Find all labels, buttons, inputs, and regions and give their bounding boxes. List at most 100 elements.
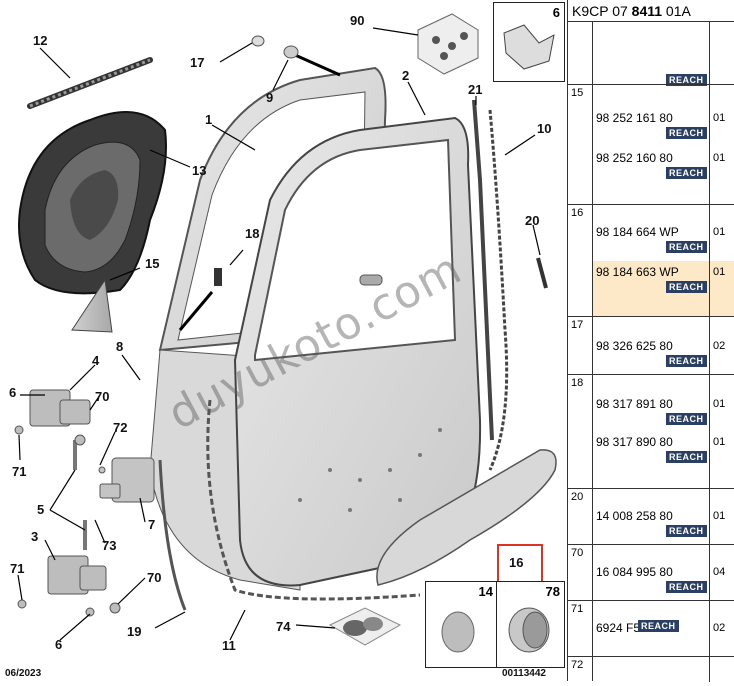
callout-15[interactable]: 15 xyxy=(145,256,160,271)
table-header: K9CP 07 8411 01A xyxy=(568,0,734,22)
callout-71-upper[interactable]: 71 xyxy=(12,464,27,479)
trim-15 xyxy=(71,278,113,333)
check-strap-7 xyxy=(98,457,155,503)
reach-badge: REACH xyxy=(666,74,707,86)
callout-18[interactable]: 18 xyxy=(245,226,260,241)
part-number-highlighted[interactable]: 98 184 663 WP xyxy=(596,265,679,279)
section-index: 15 xyxy=(571,87,584,99)
section-index: 16 xyxy=(571,207,584,219)
part-number[interactable]: 16 084 995 80 xyxy=(596,565,673,579)
section-index: 20 xyxy=(571,491,584,503)
reach-badge: REACH xyxy=(638,620,679,632)
header-suffix: 01A xyxy=(662,3,691,19)
table-section-17: 17 98 326 625 80 02 REACH xyxy=(568,316,734,375)
callout-8[interactable]: 8 xyxy=(116,339,124,354)
part-18 xyxy=(214,268,222,286)
table-section-16: 16 98 184 664 WP 01 REACH 98 184 663 WP … xyxy=(568,204,734,317)
table-section-71: 71 6924 F5 REACH 02 xyxy=(568,600,734,657)
callout-13[interactable]: 13 xyxy=(192,163,207,178)
callout-73[interactable]: 73 xyxy=(102,538,117,553)
part-number[interactable]: 98 317 891 80 xyxy=(596,397,673,411)
reach-badge: REACH xyxy=(666,281,707,293)
part-qty: 02 xyxy=(713,340,726,352)
callout-21[interactable]: 21 xyxy=(468,82,483,97)
clips-74 xyxy=(328,607,402,646)
footer-date: 06/2023 xyxy=(5,668,42,679)
section-index: 72 xyxy=(571,659,584,671)
section-index: 17 xyxy=(571,319,584,331)
callout-2[interactable]: 2 xyxy=(402,68,410,83)
part-qty: 02 xyxy=(713,622,726,634)
inset-box-78[interactable]: 78 xyxy=(496,581,565,668)
part-qty: 01 xyxy=(713,152,726,164)
part-number[interactable]: 98 252 161 80 xyxy=(596,111,673,125)
table-prev-section: REACH xyxy=(568,22,734,86)
part-qty: 01 xyxy=(713,266,726,278)
header-prefix: K9CP 07 xyxy=(572,3,632,19)
footer-ref: 00113442 xyxy=(502,668,546,679)
callout-9[interactable]: 9 xyxy=(266,90,274,105)
callout-19[interactable]: 19 xyxy=(127,624,142,639)
callout-7[interactable]: 7 xyxy=(148,517,156,532)
callout-70-upper[interactable]: 70 xyxy=(95,389,110,404)
callout-6-upper[interactable]: 6 xyxy=(9,385,17,400)
part-qty: 01 xyxy=(713,510,726,522)
callout-11[interactable]: 11 xyxy=(222,638,236,653)
callout-90[interactable]: 90 xyxy=(350,13,365,28)
callout-70-lower[interactable]: 70 xyxy=(147,570,162,585)
callout-6-lower[interactable]: 6 xyxy=(55,637,63,652)
section-index: 70 xyxy=(571,547,584,559)
molding-16 xyxy=(376,449,557,586)
callout-17[interactable]: 17 xyxy=(190,55,205,70)
callout-16-highlight[interactable]: 16 xyxy=(497,544,543,584)
cap-14-icon xyxy=(441,611,475,653)
part-qty: 01 xyxy=(713,112,726,124)
part-number[interactable]: 98 252 160 80 xyxy=(596,151,673,165)
part-number[interactable]: 14 008 258 80 xyxy=(596,509,673,523)
part-number[interactable]: 98 326 625 80 xyxy=(596,339,673,353)
header-bold: 8411 xyxy=(631,3,663,19)
part-qty: 01 xyxy=(713,436,726,448)
callout-14: 14 xyxy=(478,584,493,599)
callout-10[interactable]: 10 xyxy=(537,121,552,136)
callout-5[interactable]: 5 xyxy=(37,502,45,517)
hinge-lower-3 xyxy=(17,520,121,617)
seal-21 xyxy=(472,99,494,441)
reach-badge: REACH xyxy=(666,167,707,179)
part-number[interactable]: 98 184 664 WP xyxy=(596,225,679,239)
table-section-72: 72 xyxy=(568,656,734,682)
reach-badge: REACH xyxy=(666,525,707,537)
part-qty: 01 xyxy=(713,398,726,410)
grommet-78-icon xyxy=(508,607,550,653)
seal-10 xyxy=(488,109,509,471)
reach-badge: REACH xyxy=(666,355,707,367)
callout-4[interactable]: 4 xyxy=(92,353,100,368)
callout-72[interactable]: 72 xyxy=(113,420,128,435)
part-number[interactable]: 6924 F5 xyxy=(596,621,641,635)
callout-12[interactable]: 12 xyxy=(33,33,48,48)
hinge-upper-4 xyxy=(14,389,91,470)
door-2 xyxy=(233,116,482,587)
part-qty: 01 xyxy=(713,226,726,238)
reach-badge: REACH xyxy=(666,241,707,253)
seal-panel-13 xyxy=(18,111,167,295)
reach-badge: REACH xyxy=(666,451,707,463)
callout-3[interactable]: 3 xyxy=(31,529,39,544)
callout-1[interactable]: 1 xyxy=(205,112,213,127)
diagram-drawing xyxy=(14,13,557,646)
weatherstrip-12 xyxy=(27,57,153,109)
parts-diagram: 90 12 17 9 2 1 21 10 13 18 20 15 8 4 6 7… xyxy=(5,2,565,679)
table-section-20: 20 14 008 258 80 01 REACH xyxy=(568,488,734,545)
table-section-70: 70 16 084 995 80 04 REACH xyxy=(568,544,734,601)
seal-11 xyxy=(206,399,421,601)
reach-badge: REACH xyxy=(666,581,707,593)
inset-box-6[interactable]: 6 xyxy=(493,2,565,82)
inset-box-14[interactable]: 14 xyxy=(425,581,498,668)
part-qty: 04 xyxy=(713,566,726,578)
callout-71-lower[interactable]: 71 xyxy=(10,561,25,576)
section-index: 71 xyxy=(571,603,584,615)
callout-74[interactable]: 74 xyxy=(276,619,291,634)
callout-20[interactable]: 20 xyxy=(525,213,540,228)
highlighted-row xyxy=(593,261,734,317)
part-number[interactable]: 98 317 890 80 xyxy=(596,435,673,449)
